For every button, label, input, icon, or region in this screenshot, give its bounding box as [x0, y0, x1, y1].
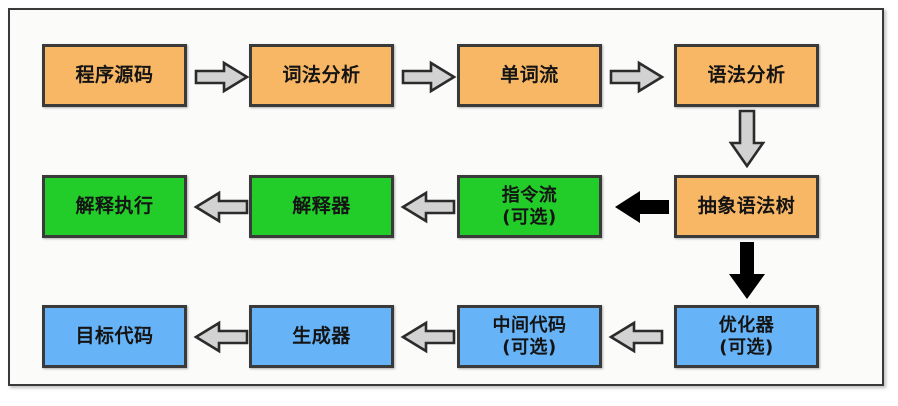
node-syntax-analysis[interactable]: 语法分析	[674, 44, 819, 107]
arrow-syntax-to-ast	[728, 109, 766, 169]
node-target-code[interactable]: 目标代码	[42, 305, 187, 368]
node-label: 词法分析	[282, 64, 361, 87]
arrow-lexical-to-token	[401, 60, 457, 94]
node-instruction-stream[interactable]: 指令流 (可选)	[457, 175, 602, 238]
node-label: 优化器 (可选)	[718, 315, 775, 358]
node-token-stream[interactable]: 单词流	[457, 44, 602, 107]
node-label: 抽象语法树	[697, 195, 796, 218]
arrow-token-to-syntax	[609, 60, 665, 94]
node-label: 语法分析	[707, 64, 786, 87]
node-interpret-execute[interactable]: 解释执行	[42, 175, 187, 238]
node-source-code[interactable]: 程序源码	[42, 44, 187, 107]
node-optimizer[interactable]: 优化器 (可选)	[674, 305, 819, 368]
node-abstract-syntax-tree[interactable]: 抽象语法树	[674, 175, 819, 238]
node-label: 程序源码	[75, 64, 154, 87]
node-generator[interactable]: 生成器	[249, 305, 394, 368]
node-lexical-analysis[interactable]: 词法分析	[249, 44, 394, 107]
node-label: 指令流 (可选)	[501, 185, 558, 228]
node-label: 生成器	[292, 325, 351, 348]
node-label: 解释执行	[75, 195, 154, 218]
arrow-interpreter-to-execute	[193, 190, 249, 224]
arrow-ast-to-instruction-stream	[614, 190, 670, 224]
arrow-source-to-lexical	[194, 60, 250, 94]
arrow-intermediate-to-generator	[400, 320, 456, 354]
arrow-instruction-to-interpreter	[400, 190, 456, 224]
arrow-generator-to-target	[193, 320, 249, 354]
node-label: 解释器	[292, 195, 351, 218]
arrow-ast-to-optimizer	[728, 242, 766, 300]
node-label: 单词流	[500, 64, 559, 87]
node-intermediate-code[interactable]: 中间代码 (可选)	[457, 305, 602, 368]
node-label: 目标代码	[75, 325, 154, 348]
arrow-optimizer-to-intermediate	[608, 320, 664, 354]
node-label: 中间代码 (可选)	[492, 315, 567, 358]
diagram-frame: 程序源码 词法分析 单词流 语法分析	[8, 8, 884, 386]
node-interpreter[interactable]: 解释器	[249, 175, 394, 238]
